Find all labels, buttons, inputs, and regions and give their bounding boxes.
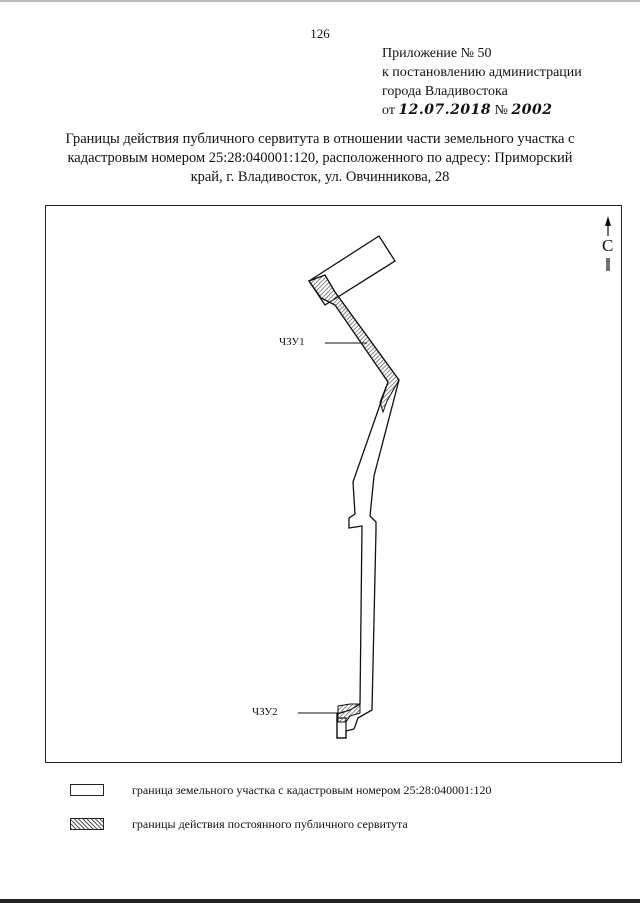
date-prefix: от	[382, 103, 395, 118]
handwritten-date: 12.07.2018	[398, 102, 492, 118]
top-scan-edge	[0, 0, 640, 2]
legend-text-plot-boundary: граница земельного участка с кадастровым…	[132, 783, 492, 797]
appendix-block: Приложение № 50 к постановлению админист…	[382, 44, 582, 120]
hatched-swatch-icon	[70, 818, 104, 830]
servitude-zone-2	[337, 703, 361, 723]
title-line-1: Границы действия публичного сервитута в …	[65, 131, 575, 147]
land-plot-boundary	[307, 274, 400, 739]
zone-1-label: ЧЗУ1	[279, 336, 305, 348]
page-number: 126	[310, 26, 330, 41]
appendix-date-line: от 12.07.2018 № 2002	[382, 101, 582, 120]
outline-swatch-icon	[70, 784, 104, 796]
north-letter: С	[602, 236, 614, 255]
appendix-resolution: к постановлению администрации	[382, 65, 582, 80]
document-title: Границы действия публичного сервитута в …	[40, 130, 600, 187]
appendix-city: города Владивостока	[382, 84, 508, 99]
title-line-2: кадастровым номером 25:28:040001:120, ра…	[67, 150, 573, 166]
bottom-scan-edge	[0, 899, 640, 903]
legend-text-servitude: границы действия постоянного публичного …	[132, 817, 408, 831]
zone-2-label: ЧЗУ2	[252, 706, 278, 718]
number-prefix: №	[494, 103, 508, 118]
title-line-3: край, г. Владивосток, ул. Овчинникова, 2…	[190, 169, 450, 185]
north-arrow-icon	[605, 216, 611, 271]
handwritten-number: 2002	[511, 102, 553, 118]
map-frame	[45, 205, 622, 763]
appendix-title: Приложение № 50	[382, 46, 492, 61]
